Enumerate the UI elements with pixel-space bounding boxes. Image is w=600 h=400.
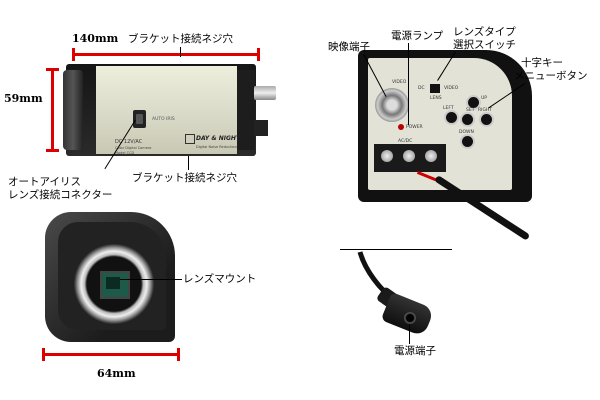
terminal-screw-1 xyxy=(381,150,393,162)
height-dim-bar xyxy=(51,68,54,152)
cross-key-label-2: メニューボタン xyxy=(514,70,588,82)
camera-front-bezel xyxy=(63,70,83,150)
video-out-label: 映像端子 xyxy=(328,41,370,53)
terminal-screw-2 xyxy=(403,150,415,162)
power-lamp-label: 電源ランプ xyxy=(391,30,443,42)
width-dim-bar xyxy=(72,53,260,56)
width-dimension-140: 140mm xyxy=(72,32,118,45)
auto-iris-text: AUTO IRIS xyxy=(152,114,175,126)
video-text: VIDEO xyxy=(392,80,406,85)
height-dimension-59: 59mm xyxy=(4,92,43,105)
lens-switch-label-1: レンズタイプ xyxy=(453,26,516,38)
bracket-screw-label-bottom: ブラケット接続ネジ穴 xyxy=(132,172,237,184)
left-button[interactable] xyxy=(446,112,457,123)
brand-subtext: Digital Noise Reduction xyxy=(196,141,237,153)
power-jack-label: 電源端子 xyxy=(394,345,436,357)
lens-switch-label-2: 選択スイッチ xyxy=(453,39,516,51)
set-button[interactable] xyxy=(462,114,473,125)
down-button[interactable] xyxy=(462,136,473,147)
auto-iris-connector-label-2: レンズ接続コネクター xyxy=(8,189,112,201)
power-lamp xyxy=(398,124,404,130)
bracket-screw-label-top: ブラケット接続ネジ穴 xyxy=(128,33,233,45)
width-dimension-64: 64mm xyxy=(97,367,136,380)
bnc-connector-side xyxy=(254,86,276,100)
terminal-screw-3 xyxy=(425,150,437,162)
bnc-video-connector xyxy=(375,88,409,122)
lens-type-switch[interactable] xyxy=(430,84,440,93)
dc-jack-opening xyxy=(404,312,416,324)
auto-iris-connector-label-1: オートアイリス xyxy=(8,176,81,188)
cross-key-label-1: 十字キー xyxy=(521,57,563,69)
front-width-dim-bar xyxy=(42,353,180,356)
right-button[interactable] xyxy=(481,114,492,125)
lens-mount-label: レンズマウント xyxy=(183,273,256,285)
brand-logo-icon xyxy=(185,134,195,144)
up-button[interactable] xyxy=(468,97,479,108)
